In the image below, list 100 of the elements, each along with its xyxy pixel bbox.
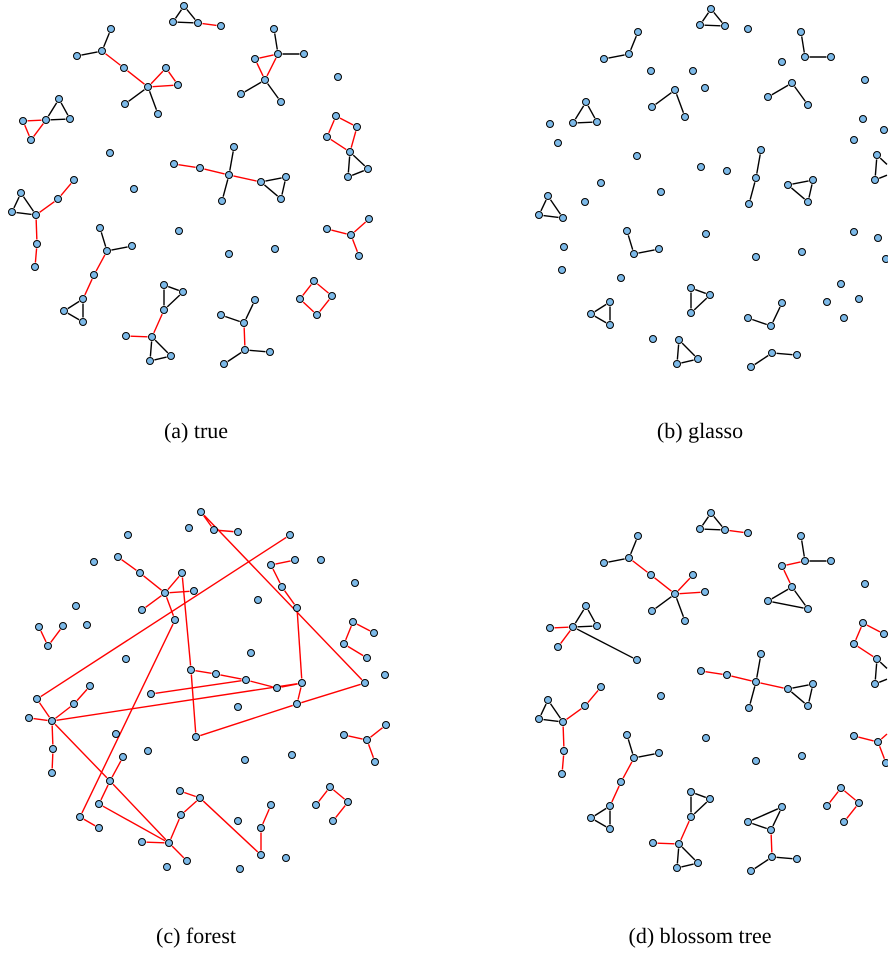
graph-edge	[51, 725, 54, 745]
graph-node	[723, 167, 731, 175]
graph-node	[196, 794, 204, 802]
graph-node	[162, 64, 170, 72]
graph-node	[42, 116, 50, 124]
graph-node	[804, 605, 812, 613]
graph-node	[160, 281, 168, 289]
graph-edge	[681, 863, 694, 868]
graph-node	[752, 678, 760, 686]
graph-edge	[345, 626, 352, 640]
graph-node	[757, 650, 765, 658]
graph-node	[778, 58, 786, 66]
graph-node	[261, 76, 269, 84]
graph-node	[587, 814, 595, 822]
graph-node	[196, 164, 204, 172]
graph-node	[697, 163, 705, 171]
graph-node	[694, 859, 702, 867]
graph-edge	[543, 214, 559, 218]
graph-node	[544, 696, 552, 704]
graph-edge	[550, 199, 562, 215]
graph-edge	[750, 182, 756, 200]
graph-node	[334, 73, 342, 81]
graph-node	[73, 52, 81, 60]
graph-node	[827, 557, 835, 565]
graph-edge	[772, 306, 781, 322]
graph-node	[559, 214, 567, 222]
graph-node	[671, 590, 679, 598]
graph-edge	[846, 806, 857, 819]
graph-edge	[702, 516, 710, 526]
graph-node	[707, 5, 715, 13]
graph-edge	[608, 54, 625, 59]
graph-edge	[167, 576, 180, 590]
graph-node	[267, 801, 275, 809]
graph-edge	[772, 84, 788, 96]
graph-node	[793, 855, 801, 863]
graph-node	[581, 198, 589, 206]
graph-edge	[154, 356, 167, 361]
graph-node	[90, 558, 98, 566]
graph-node	[278, 583, 286, 591]
graph-node	[569, 119, 577, 127]
graph-edge	[128, 89, 145, 102]
graph-node	[370, 629, 378, 637]
graph-edge	[690, 292, 692, 308]
graph-edge	[60, 183, 72, 196]
graph-edge	[177, 21, 194, 24]
graph-node	[597, 683, 605, 691]
graph-edge	[632, 560, 648, 573]
graph-node	[681, 113, 689, 121]
graph-node	[273, 684, 281, 692]
graph-node	[210, 526, 218, 534]
graph-edge	[340, 117, 354, 126]
graph-node	[840, 818, 848, 826]
graph-node	[282, 854, 290, 862]
graph-node	[657, 692, 665, 700]
graph-node	[270, 25, 278, 33]
graph-node	[671, 86, 679, 94]
graph-edge	[184, 792, 196, 798]
graph-edge	[772, 810, 781, 826]
graph-edge	[55, 706, 71, 719]
graph-edge	[296, 612, 302, 679]
graph-node	[593, 622, 601, 630]
graph-edge	[680, 820, 690, 840]
graph-node	[122, 655, 130, 663]
graph-edge	[331, 229, 347, 235]
graph-node	[267, 561, 275, 569]
graph-edge	[282, 53, 300, 55]
graph-edge	[574, 105, 584, 120]
graph-edge	[202, 800, 258, 852]
graph-edge	[750, 686, 756, 704]
graph-node	[83, 621, 91, 629]
graph-node	[180, 2, 188, 10]
graph-edge	[60, 102, 68, 116]
graph-node	[696, 21, 704, 29]
graph-node	[98, 47, 106, 55]
graph-edge	[67, 300, 80, 310]
graph-node	[617, 274, 625, 282]
graph-node	[17, 189, 25, 197]
graph-node	[237, 90, 245, 98]
graph-edge	[40, 536, 287, 698]
graph-node	[582, 602, 590, 610]
graph-node	[702, 734, 710, 742]
graph-node	[593, 118, 601, 126]
graph-edge	[608, 558, 625, 563]
graph-node	[797, 28, 805, 36]
graph-edge	[792, 684, 809, 689]
graph-edge	[654, 577, 672, 592]
graph-edge	[127, 70, 145, 85]
graph-node	[784, 685, 792, 693]
graph-node	[768, 853, 776, 861]
graph-edge	[81, 624, 174, 814]
graph-edge	[272, 568, 281, 584]
graph-edge	[622, 762, 632, 778]
graph-edge	[594, 808, 607, 816]
graph-edge	[184, 800, 198, 813]
graph-node	[554, 139, 562, 147]
graph-node	[630, 754, 638, 762]
graph-edge	[676, 94, 684, 114]
graph-node	[160, 306, 168, 314]
graph-edge	[166, 294, 180, 308]
graph-edge	[82, 304, 84, 318]
